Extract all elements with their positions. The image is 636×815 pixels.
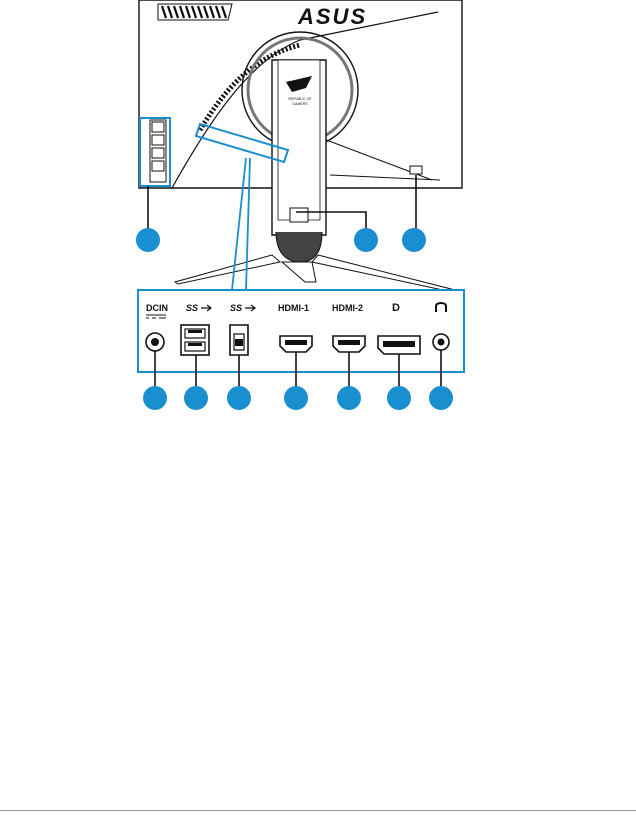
callout-circle bbox=[354, 228, 378, 252]
callout-circle bbox=[136, 228, 160, 252]
callout-circle bbox=[402, 228, 426, 252]
usb-b-port bbox=[230, 325, 248, 355]
kensington-slot bbox=[410, 166, 422, 174]
control-buttons bbox=[150, 120, 166, 182]
callout-circle bbox=[337, 386, 361, 410]
bottom-callouts bbox=[143, 386, 453, 410]
dc-in-port bbox=[146, 333, 164, 351]
displayport-label: D bbox=[392, 302, 400, 314]
usb-a-label: SS bbox=[186, 303, 198, 313]
rog-text-line1: REPUBLIC OF bbox=[288, 97, 311, 101]
usb-b-label: SS bbox=[230, 303, 242, 313]
callout-circle bbox=[143, 386, 167, 410]
hdmi1-label: HDMI-1 bbox=[278, 303, 309, 313]
vent-grille bbox=[158, 4, 232, 20]
cable-clip bbox=[290, 208, 308, 222]
hdmi2-port bbox=[333, 336, 365, 352]
rog-text-line2: GAMERS bbox=[292, 102, 308, 106]
callout-circle bbox=[184, 386, 208, 410]
displayport-port bbox=[378, 336, 420, 354]
asus-logo: ASUS bbox=[297, 4, 367, 29]
callout-circle bbox=[387, 386, 411, 410]
earphone-jack bbox=[433, 334, 449, 350]
callout-circle bbox=[227, 386, 251, 410]
dcin-label: DCIN bbox=[146, 303, 168, 313]
usb-a-ports bbox=[181, 325, 209, 355]
callout-circle bbox=[284, 386, 308, 410]
io-panel: DCIN SS SS HDMI-1 HDMI-2 D bbox=[138, 290, 464, 372]
hdmi1-port bbox=[280, 336, 312, 352]
callout-circle bbox=[429, 386, 453, 410]
hdmi2-label: HDMI-2 bbox=[332, 303, 363, 313]
page-footer-rule bbox=[0, 810, 636, 811]
